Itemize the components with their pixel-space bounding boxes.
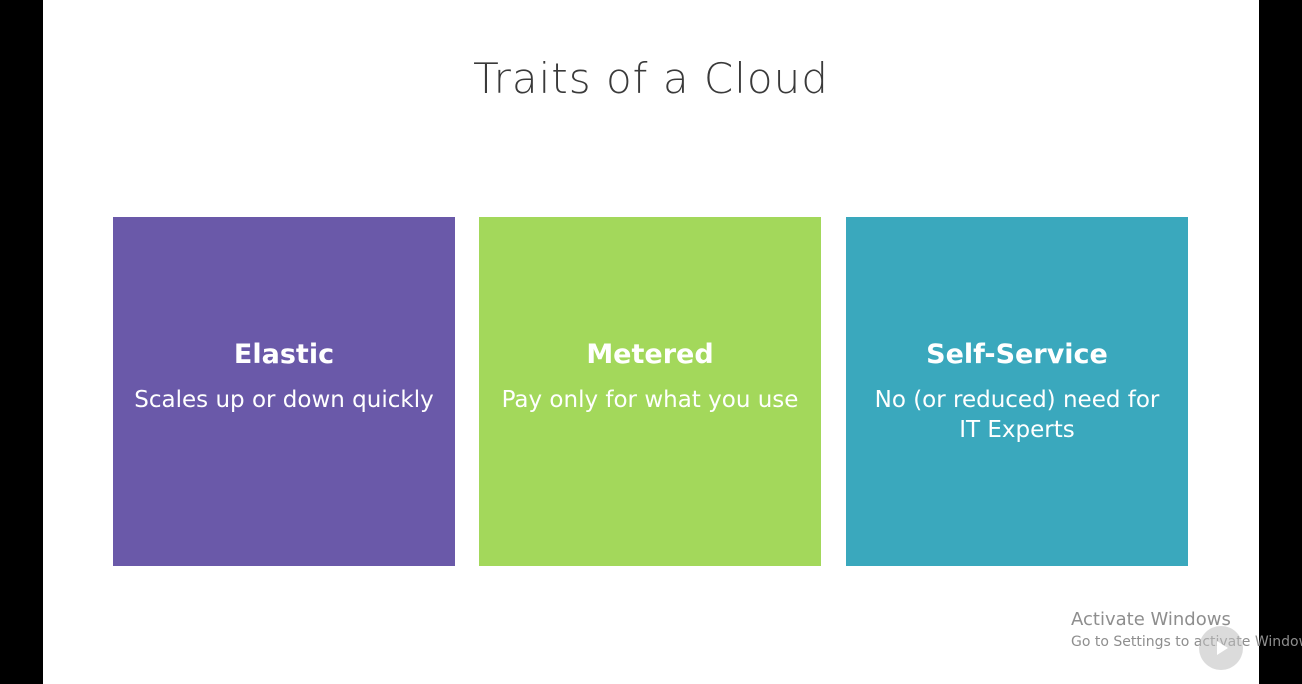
trait-card-heading: Self-Service — [926, 339, 1108, 370]
slide: Traits of a Cloud Elastic Scales up or d… — [43, 0, 1259, 684]
watermark-subtitle: Go to Settings to activate Windows. — [1071, 634, 1302, 650]
trait-card-description: Pay only for what you use — [501, 387, 799, 413]
trait-card-heading: Elastic — [233, 339, 335, 370]
activate-windows-watermark: Activate Windows Go to Settings to activ… — [1071, 608, 1302, 652]
slide-title: Traits of a Cloud — [473, 54, 829, 103]
play-button[interactable] — [1199, 626, 1243, 670]
trait-card-self-service: Self-Service No (or reduced) need for IT… — [846, 217, 1188, 566]
trait-card-description: Scales up or down quickly — [134, 387, 434, 413]
play-icon — [1217, 641, 1228, 655]
trait-card-elastic: Elastic Scales up or down quickly — [113, 217, 455, 566]
trait-card-metered: Metered Pay only for what you use — [479, 217, 821, 566]
trait-card-description: No (or reduced) need for IT Experts — [874, 387, 1160, 443]
trait-card-heading: Metered — [586, 339, 714, 370]
watermark-title: Activate Windows — [1071, 609, 1231, 630]
